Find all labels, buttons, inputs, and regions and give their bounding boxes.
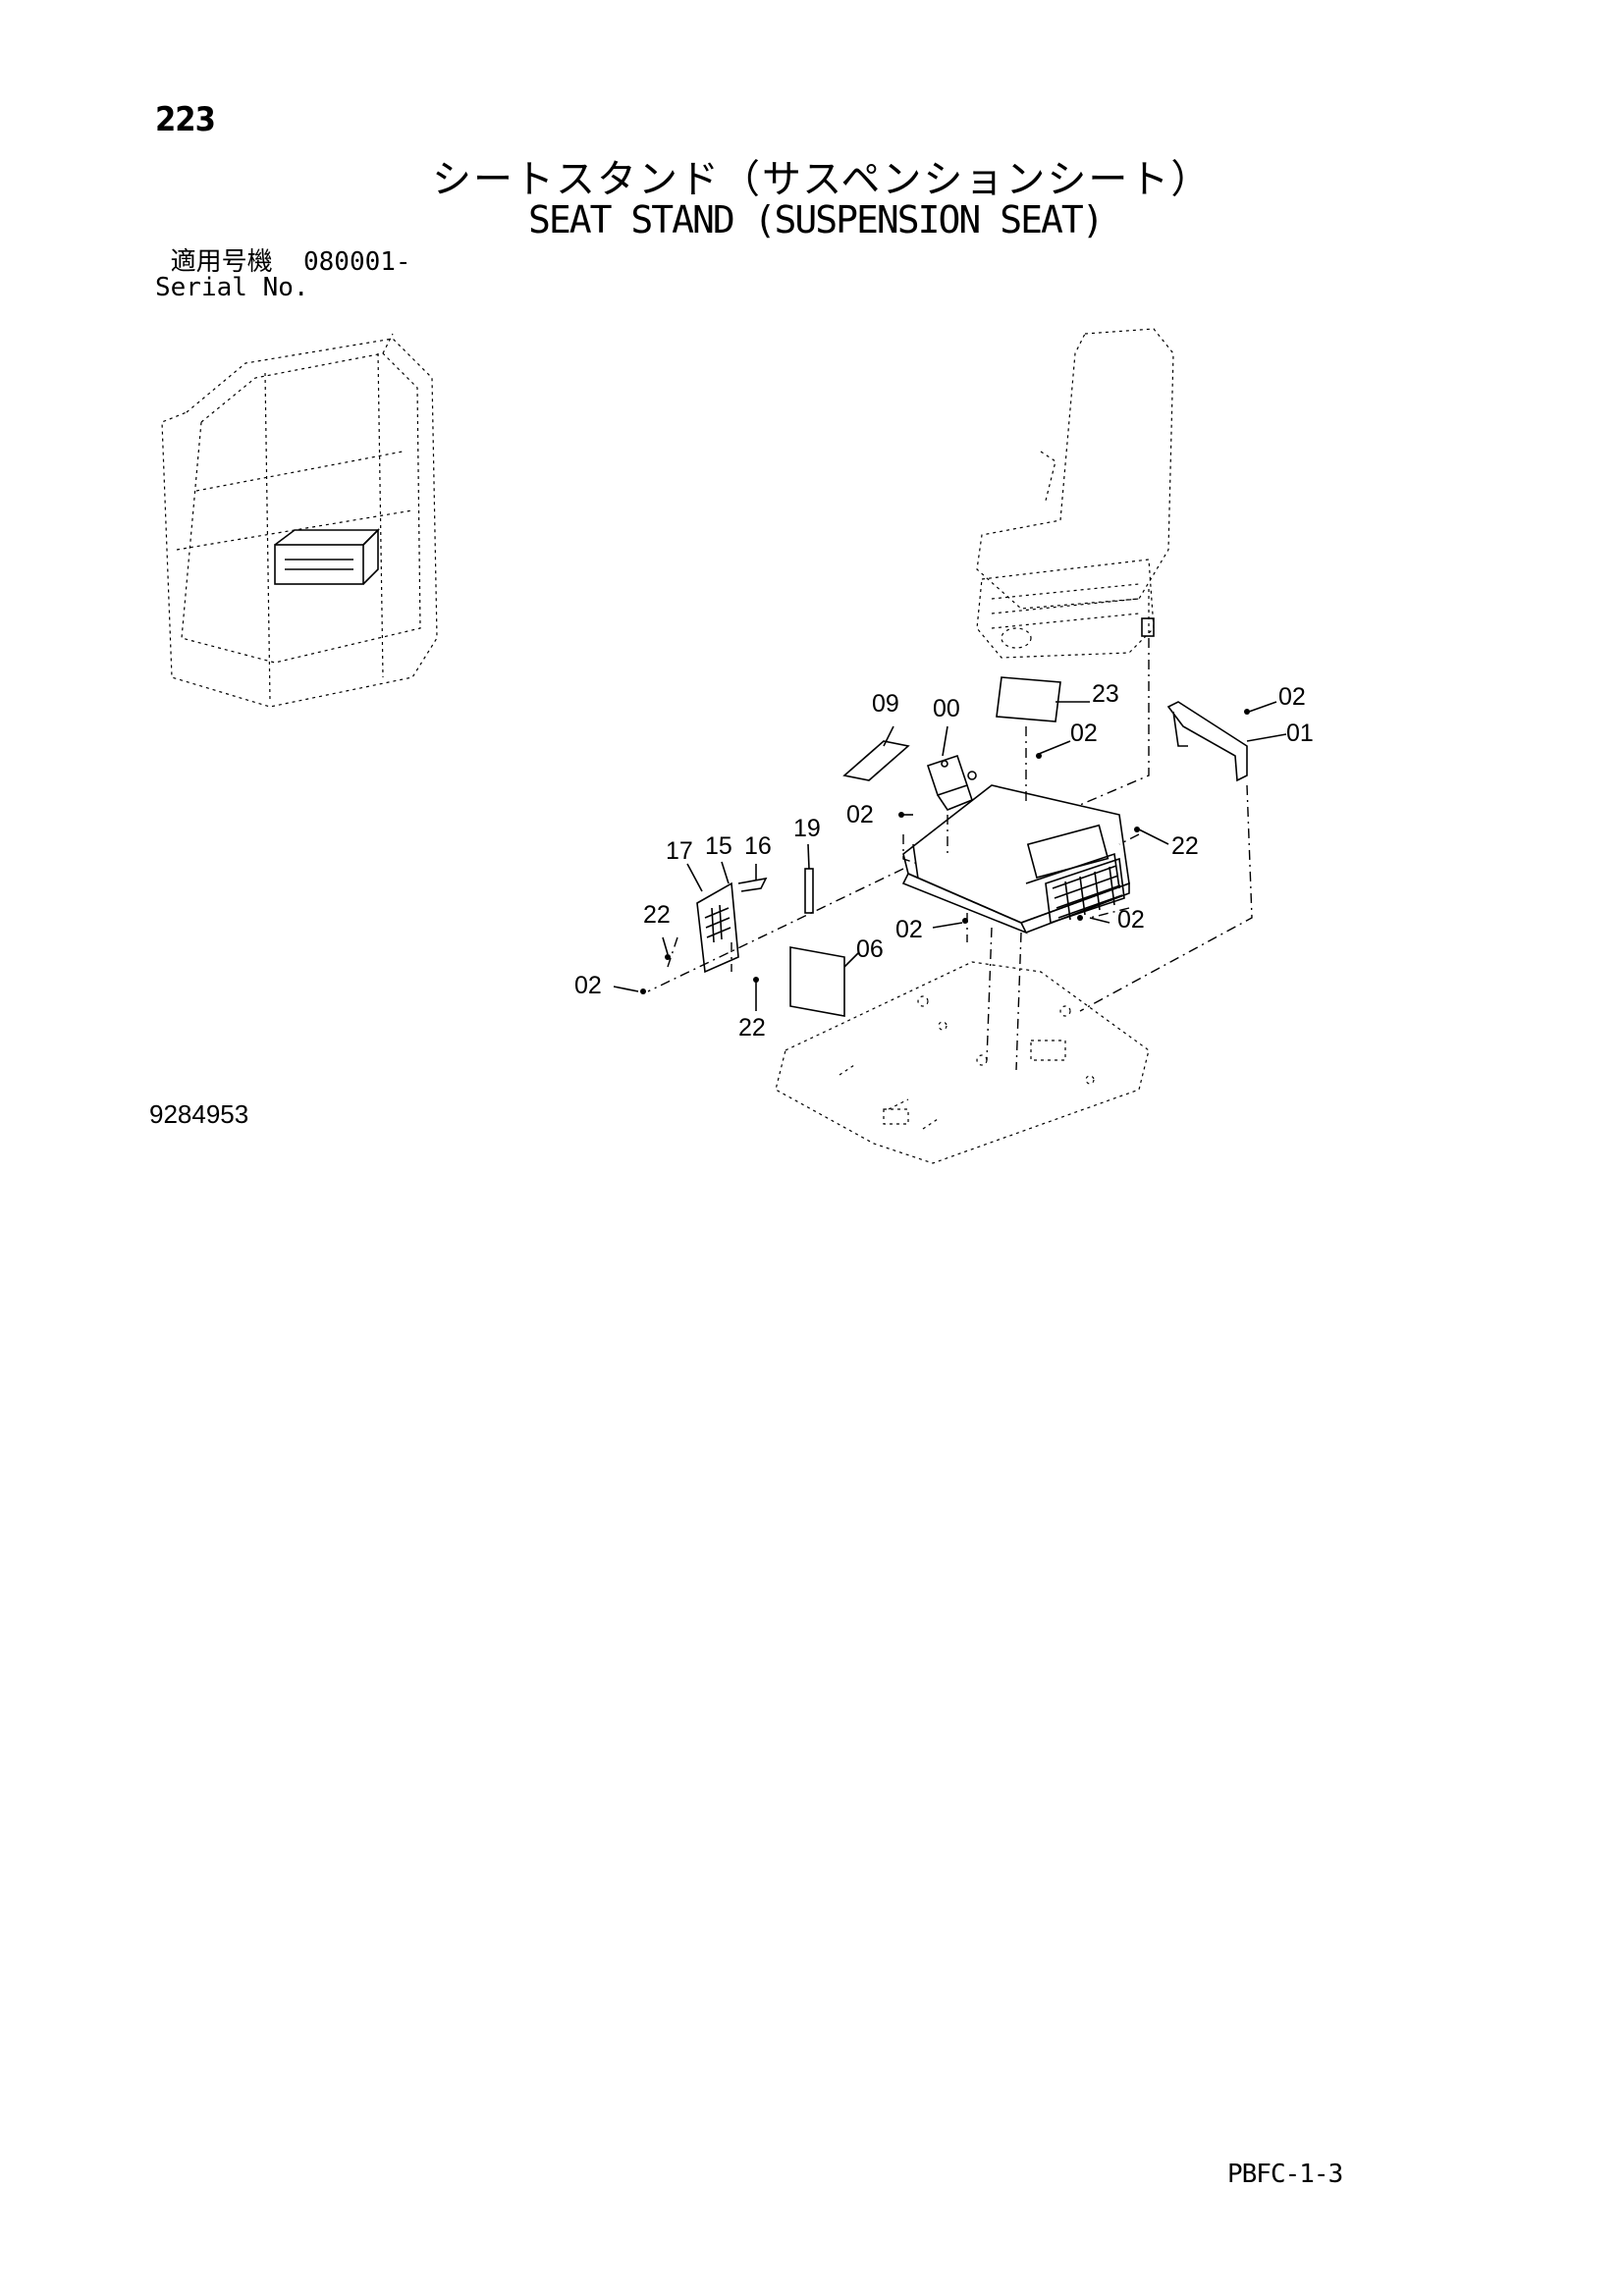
serial-row-en: Serial No. <box>155 275 411 300</box>
serial-row-jp: 適用号機 080001- <box>155 249 411 275</box>
serial-en-label: Serial No. <box>155 273 309 302</box>
callout-22-bottom: 22 <box>738 1014 766 1041</box>
title-japanese: シートスタンド（サスペンションシート） <box>432 157 1213 202</box>
part-15-panel <box>696 877 768 974</box>
serial-range: 080001- <box>302 247 411 277</box>
callout-17: 17 <box>666 837 693 865</box>
callout-23: 23 <box>1092 680 1119 708</box>
callout-15: 15 <box>705 832 732 860</box>
part-00 <box>926 754 977 811</box>
seat-outline <box>976 328 1174 659</box>
callout-19: 19 <box>793 815 821 842</box>
callout-02-mid: 02 <box>1070 720 1098 747</box>
callout-02-left: 02 <box>846 801 874 828</box>
footer-code: PBFC-1-3 <box>1227 2160 1343 2189</box>
callout-00: 00 <box>933 695 960 722</box>
callout-22-right: 22 <box>1171 832 1199 860</box>
drawing-number: 9284953 <box>149 1099 249 1129</box>
part-06 <box>789 946 845 1017</box>
callout-01: 01 <box>1286 720 1314 747</box>
part-23 <box>996 676 1061 722</box>
part-19 <box>804 868 814 914</box>
callout-22-left: 22 <box>643 901 671 929</box>
callout-02-right: 02 <box>1117 906 1145 934</box>
callout-09: 09 <box>872 690 899 718</box>
page-number: 223 <box>155 100 216 139</box>
leader-lines <box>613 701 1287 1011</box>
title-english: SEAT STAND (SUSPENSION SEAT) <box>528 198 1105 241</box>
seat-stand-body <box>901 784 1130 934</box>
part-01 <box>1166 701 1248 782</box>
callout-02-center: 02 <box>895 916 923 943</box>
callout-06: 06 <box>856 935 884 963</box>
cab-thumbnail <box>161 333 438 708</box>
callout-02-bottom: 02 <box>574 972 602 999</box>
floor-plate <box>775 961 1150 1164</box>
callout-16: 16 <box>744 832 772 860</box>
callout-02-top: 02 <box>1278 683 1306 711</box>
serial-jp-label: 適用号機 <box>170 247 273 277</box>
serial-number-block: 適用号機 080001- Serial No. <box>155 249 411 300</box>
assembly-lines <box>647 638 1253 1071</box>
part-09 <box>842 740 910 781</box>
